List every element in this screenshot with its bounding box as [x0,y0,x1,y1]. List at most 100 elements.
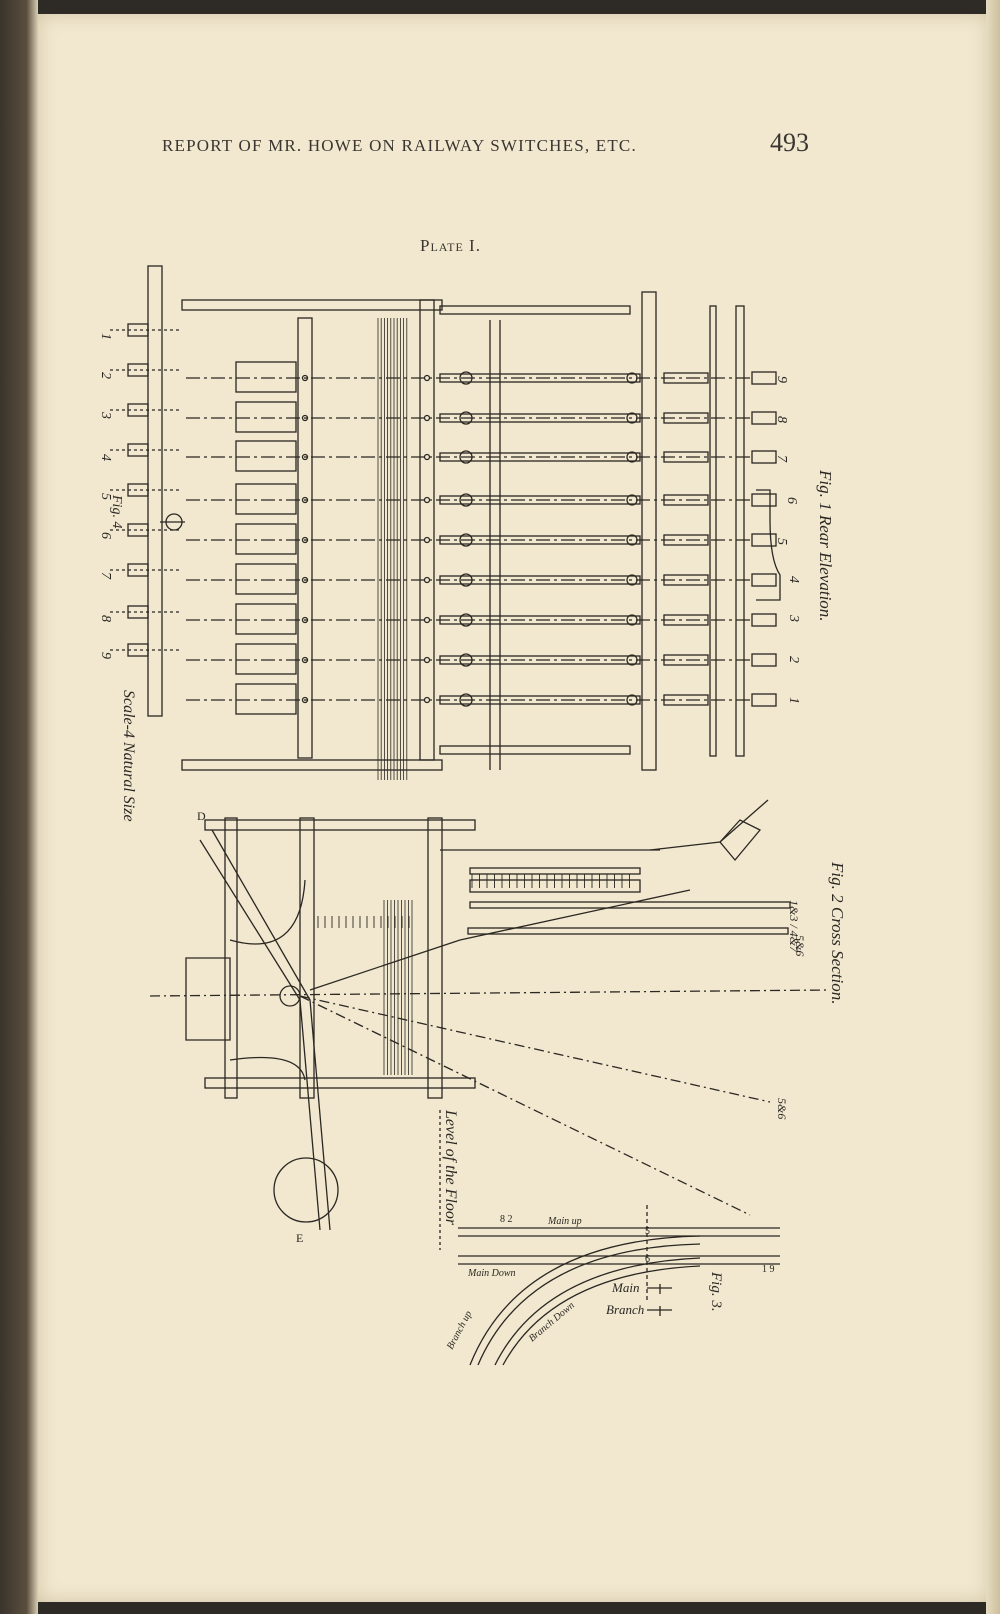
fig1-lever-knob [626,451,638,463]
page-edge [986,0,1000,1614]
fig4-num-4: 4 [98,454,113,461]
fig1-lever-rod [439,575,641,585]
fig1-lever-pin [459,653,473,667]
fig3-labels: Main up 8 2 Main Down Main Branch 1 9 5 … [445,1214,775,1351]
fig1-lever-frame [235,683,297,715]
fig1-lever-rod [439,373,641,383]
fig1-lever-pin [459,613,473,627]
fig1-bolt [301,453,309,461]
fig4-num-5: 5 [98,493,113,500]
fig3-branch-up: Branch up [445,1309,474,1351]
fig2-labels: Fig. 2 Cross Section. 1&3 / 4&7 5&6 5&6 … [197,809,847,1245]
fig4-caption: Fig. 4 [109,494,124,528]
fig1-num-4: 4 [786,576,801,583]
fig1-bolt [301,576,309,584]
fig1-lever-rod [439,495,641,505]
fig1-lever-latch [663,654,709,666]
fig1-lever-knob [626,614,638,626]
fig2-label-d: D [197,809,206,823]
page-header: REPORT OF MR. HOWE ON RAILWAY SWITCHES, … [120,126,820,166]
fig1-bolt [301,616,309,624]
fig1-levers [186,361,777,715]
fig1-bar-bundle [377,318,408,780]
fig1-lever-latch [663,494,709,506]
fig1-bolt [423,414,431,422]
fig1-lever-frame [235,440,297,472]
fig1-lever-rod [439,615,641,625]
fig3-main-up: Main up [547,1216,582,1227]
fig1-lever-pin [459,450,473,464]
fig1-lever-knob [626,494,638,506]
fig1-lever-pin [459,411,473,425]
fig2-rack [317,874,630,928]
fig4-num-1: 1 [98,333,113,340]
page-number: 493 [770,128,809,157]
fig1-num-2: 2 [786,656,801,663]
plate-title: Plate I. [420,236,481,255]
fig4-num-2: 2 [98,372,113,379]
fig1-lever-knob [626,654,638,666]
fig2-caption: Fig. 2 Cross Section. [828,861,847,1004]
fig1-lever-knob [626,372,638,384]
fig1-lever-latch [663,372,709,384]
fig1-lever-latch [663,412,709,424]
fig1-lever-latch [663,451,709,463]
fig1-lever-numbers: 9 8 7 6 5 4 3 2 1 Fig. 1 Rear Elevation. [774,376,835,704]
fig1-lever-pin [459,693,473,707]
fig1-drawing [181,291,781,780]
fig2-label-mid: 5&6 [793,935,807,956]
fig3-main-down: Main Down [467,1268,516,1279]
fig1-num-9: 9 [774,376,789,383]
fig1-lever-latch [663,534,709,546]
fig1-bolt [423,374,431,382]
fig1-lever-latch [663,614,709,626]
fig4-teeth [110,323,182,657]
fig1-bolt [423,576,431,584]
fig1-bolt [301,374,309,382]
fig2-label-lower: 5&6 [775,1098,789,1119]
fig3-num-19: 1 9 [762,1264,775,1275]
fig1-lever-pin [459,371,473,385]
fig1-bolt [423,496,431,504]
fig1-bolt [423,453,431,461]
fig4-num-6: 6 [98,532,113,539]
book-page [38,14,988,1602]
fig1-lever-frame [235,603,297,635]
fig1-bolt [301,496,309,504]
fig1-bolt [301,414,309,422]
fig4-scale: Scale-4 Natural Size [120,690,137,822]
fig1-num-8: 8 [774,416,789,423]
fig3-num-82: 8 2 [500,1214,513,1225]
fig4-num-9: 9 [98,652,113,659]
fig1-lever-handle [751,613,777,627]
fig1-lever-rod [439,413,641,423]
fig4-number-labels: 1 2 3 4 5 6 7 8 9 Fig. 4 Scale-4 Natural… [98,333,137,822]
fig1-lever-frame [235,523,297,555]
fig4-num-7: 7 [98,572,113,580]
fig2-drawing [149,799,831,1250]
running-title: REPORT OF MR. HOWE ON RAILWAY SWITCHES, … [162,136,637,155]
fig1-lever-pin [459,533,473,547]
fig1-lever-latch [663,574,709,586]
fig1-caption: Fig. 1 Rear Elevation. [816,469,835,622]
fig1-lever-knob [626,412,638,424]
fig1-bolt [423,696,431,704]
fig3-num-6: 6 [645,1254,650,1265]
fig1-bolt [423,616,431,624]
fig1-lever-frame [235,483,297,515]
fig1-bolt [301,536,309,544]
fig1-lever-handle [751,450,777,464]
fig1-lever-frame [235,361,297,393]
fig1-lever-handle [751,573,777,587]
fig1-lever-knob [626,694,638,706]
fig1-lever-handle [751,371,777,385]
fig1-lever-handle [751,653,777,667]
fig3-caption: Fig. 3. [708,1271,724,1312]
fig1-lever-rod [439,695,641,705]
fig1-bolt [423,536,431,544]
fig4-num-3: 3 [98,411,113,419]
fig1-bolt [301,656,309,664]
fig1-num-6: 6 [784,497,799,504]
fig3-legend-main: Main [611,1280,639,1295]
fig1-bolt [423,656,431,664]
